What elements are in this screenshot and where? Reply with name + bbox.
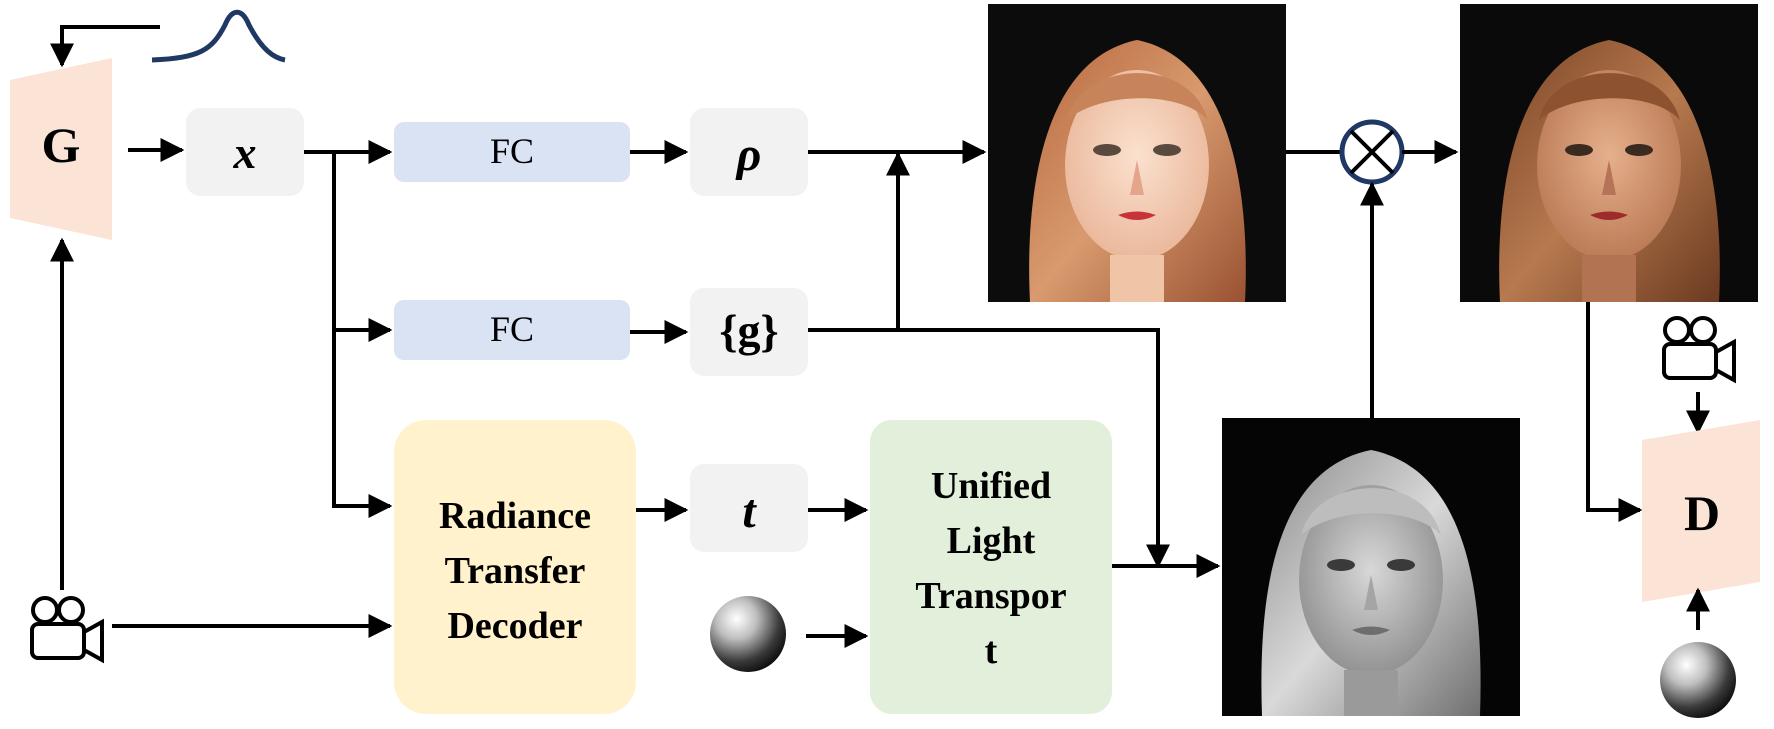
latent-x-node: x — [186, 108, 304, 196]
sphere-icon — [710, 596, 786, 672]
relit-to-discriminator-arrow — [1586, 302, 1643, 522]
generator-label: G — [42, 117, 81, 173]
transfer-t-node: t — [690, 464, 808, 552]
video-camera-icon — [30, 596, 104, 664]
geometry-g-node: {g} — [690, 288, 808, 376]
t-label: t — [742, 485, 757, 538]
x-to-decoder-arrow — [332, 152, 393, 518]
transport-line-3: Transpor — [915, 575, 1066, 617]
fc-mid-label: FC — [490, 309, 534, 349]
video-camera-icon — [1662, 316, 1736, 384]
fc-mid-block: FC — [394, 300, 630, 360]
radiance-transfer-decoder: Radiance Transfer Decoder — [394, 420, 636, 714]
sphere-icon — [1660, 642, 1736, 718]
discriminator: D — [1642, 420, 1760, 602]
unified-light-transport: Unified Light Transpor t — [870, 420, 1112, 714]
decoder-line-1: Radiance — [439, 495, 591, 537]
multiply-circle-icon — [1339, 119, 1405, 185]
fc-top-label: FC — [490, 131, 534, 171]
relit-face-image — [1460, 4, 1758, 302]
latent-x-label: x — [233, 127, 257, 178]
shading-face-image — [1222, 418, 1520, 716]
albedo-rho-node: ρ — [690, 108, 808, 196]
decoder-line-2: Transfer — [445, 550, 586, 592]
transport-line-4: t — [985, 630, 998, 672]
rho-label: ρ — [735, 128, 762, 181]
gaussian-curve-icon — [151, 9, 286, 63]
discriminator-label: D — [1684, 485, 1720, 541]
transport-line-1: Unified — [931, 465, 1051, 507]
albedo-face-image — [988, 4, 1286, 302]
g-to-shading-arrow — [808, 328, 1170, 569]
g-label: {g} — [719, 305, 778, 356]
fc-top-block: FC — [394, 122, 630, 182]
transport-line-2: Light — [947, 520, 1036, 562]
decoder-line-3: Decoder — [447, 605, 582, 647]
noise-to-generator-arrow — [50, 25, 160, 68]
generator: G — [10, 58, 112, 240]
